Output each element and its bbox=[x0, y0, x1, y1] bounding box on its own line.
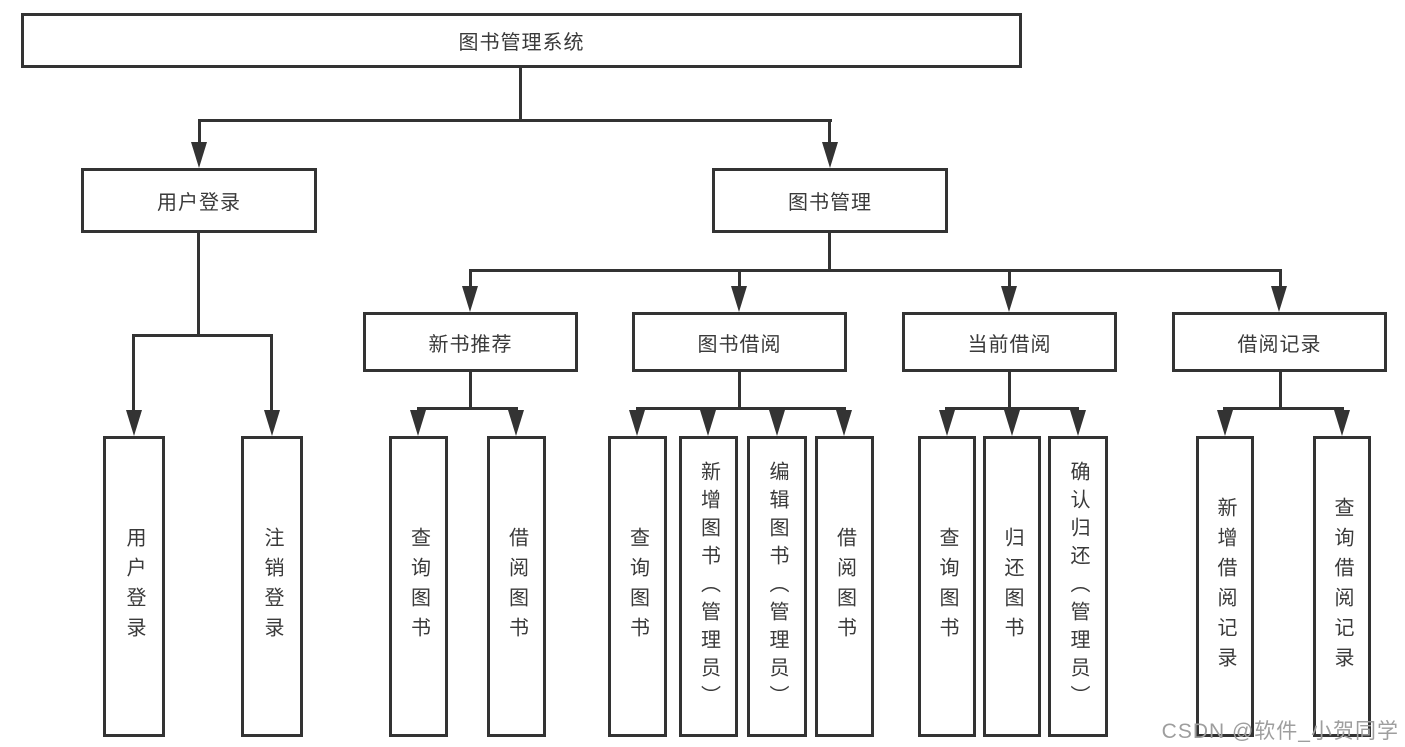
node-borrow-records: 借阅记录 bbox=[1172, 312, 1387, 372]
connector-line bbox=[636, 407, 846, 410]
leaf-label: 编辑图书（管理员） bbox=[766, 460, 788, 713]
leaf-confirm-return-admin: 确认归还（管理员） bbox=[1048, 436, 1108, 737]
connector-line bbox=[738, 269, 741, 289]
leaf-add-book-admin: 新增图书（管理员） bbox=[679, 436, 738, 737]
arrow-down-icon bbox=[1217, 410, 1233, 436]
node-book-borrow: 图书借阅 bbox=[632, 312, 847, 372]
connector-line bbox=[828, 233, 831, 271]
arrow-down-icon bbox=[731, 286, 747, 312]
leaf-borrow-books-2: 借阅图书 bbox=[815, 436, 874, 737]
arrow-down-icon bbox=[1001, 286, 1017, 312]
connector-line bbox=[270, 334, 273, 414]
node-label: 图书管理系统 bbox=[458, 32, 585, 54]
leaf-edit-book-admin: 编辑图书（管理员） bbox=[747, 436, 807, 737]
node-current-borrow: 当前借阅 bbox=[902, 312, 1117, 372]
leaf-label: 查询借阅记录 bbox=[1331, 496, 1353, 677]
arrow-down-icon bbox=[508, 410, 524, 436]
arrow-down-icon bbox=[769, 410, 785, 436]
connector-line bbox=[738, 372, 741, 410]
leaf-query-books-1: 查询图书 bbox=[389, 436, 448, 737]
arrow-down-icon bbox=[836, 410, 852, 436]
leaf-label: 确认归还（管理员） bbox=[1067, 460, 1089, 713]
node-new-book-recommend: 新书推荐 bbox=[363, 312, 578, 372]
leaf-return-books: 归还图书 bbox=[983, 436, 1041, 737]
leaf-label: 新增借阅记录 bbox=[1214, 496, 1236, 677]
arrow-down-icon bbox=[939, 410, 955, 436]
leaf-user-login: 用户登录 bbox=[103, 436, 165, 737]
leaf-label: 查询图书 bbox=[626, 526, 649, 647]
connector-line bbox=[469, 269, 1282, 272]
connector-line bbox=[828, 119, 831, 145]
arrow-down-icon bbox=[700, 410, 716, 436]
connector-line bbox=[198, 119, 832, 122]
connector-line bbox=[132, 334, 135, 414]
arrow-down-icon bbox=[126, 410, 142, 436]
csdn-watermark: CSDN @软件_小贺同学 bbox=[1161, 720, 1399, 743]
node-label: 图书借阅 bbox=[697, 333, 782, 356]
connector-line bbox=[417, 407, 518, 410]
arrow-down-icon bbox=[410, 410, 426, 436]
arrow-down-icon bbox=[629, 410, 645, 436]
connector-line bbox=[1279, 372, 1282, 410]
leaf-label: 新增图书（管理员） bbox=[697, 460, 720, 713]
connector-line bbox=[132, 334, 272, 337]
arrow-down-icon bbox=[264, 410, 280, 436]
node-label: 图书管理 bbox=[788, 192, 872, 214]
connector-line bbox=[469, 372, 472, 410]
arrow-down-icon bbox=[1334, 410, 1350, 436]
connector-line bbox=[519, 68, 522, 120]
node-label: 借阅记录 bbox=[1237, 333, 1322, 356]
leaf-label: 用户登录 bbox=[123, 526, 145, 647]
leaf-add-borrow-record: 新增借阅记录 bbox=[1196, 436, 1254, 737]
arrow-down-icon bbox=[191, 142, 207, 168]
leaf-label: 借阅图书 bbox=[505, 526, 528, 647]
leaf-label: 查询图书 bbox=[407, 526, 430, 647]
leaf-label: 借阅图书 bbox=[833, 526, 856, 647]
leaf-label: 归还图书 bbox=[1001, 526, 1023, 647]
arrow-down-icon bbox=[1271, 286, 1287, 312]
arrow-down-icon bbox=[1004, 410, 1020, 436]
node-user-login: 用户登录 bbox=[81, 168, 317, 233]
arrow-down-icon bbox=[1070, 410, 1086, 436]
leaf-query-books-3: 查询图书 bbox=[918, 436, 976, 737]
connector-line bbox=[198, 119, 201, 145]
connector-line bbox=[469, 269, 472, 289]
leaf-label: 查询图书 bbox=[936, 526, 958, 647]
node-book-management: 图书管理 bbox=[712, 168, 948, 233]
leaf-label: 注销登录 bbox=[261, 526, 283, 647]
node-label: 当前借阅 bbox=[967, 333, 1052, 356]
connector-line bbox=[1008, 372, 1011, 410]
connector-line bbox=[1008, 269, 1011, 289]
leaf-query-borrow-record: 查询借阅记录 bbox=[1313, 436, 1371, 737]
arrow-down-icon bbox=[822, 142, 838, 168]
arrow-down-icon bbox=[462, 286, 478, 312]
connector-line bbox=[945, 407, 1079, 410]
connector-line bbox=[197, 233, 200, 337]
leaf-query-books-2: 查询图书 bbox=[608, 436, 667, 737]
node-root-library-system: 图书管理系统 bbox=[21, 13, 1022, 68]
node-label: 用户登录 bbox=[157, 192, 241, 214]
connector-line bbox=[1223, 407, 1344, 410]
leaf-borrow-books-1: 借阅图书 bbox=[487, 436, 546, 737]
node-label: 新书推荐 bbox=[428, 333, 513, 356]
connector-line bbox=[1279, 269, 1282, 289]
leaf-logout: 注销登录 bbox=[241, 436, 303, 737]
